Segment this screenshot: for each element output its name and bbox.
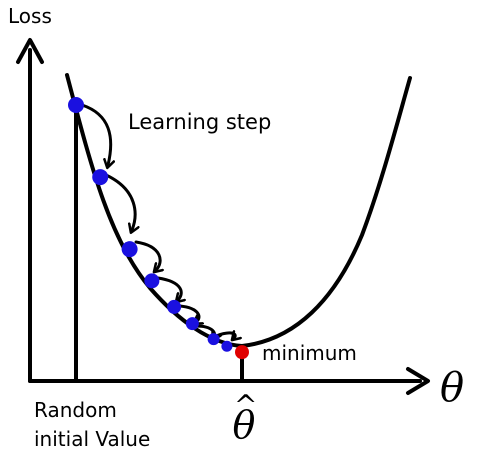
random-initial-value-label: Random initial Value xyxy=(34,396,150,454)
start-label-line1: Random xyxy=(34,398,117,422)
step-arrow xyxy=(156,276,181,300)
minimum-point xyxy=(235,345,249,360)
step-arrow xyxy=(134,240,160,270)
start-label-line2: initial Value xyxy=(34,427,151,451)
x-axis-label: θ xyxy=(440,365,465,411)
step-points xyxy=(68,97,233,352)
step-arrow xyxy=(214,333,235,338)
step-point xyxy=(121,241,138,258)
learning-step-arrows xyxy=(80,103,235,338)
y-axis-arrowhead xyxy=(16,38,44,64)
step-arrow xyxy=(80,103,111,165)
minimum-label: minimum xyxy=(262,341,357,365)
step-point xyxy=(68,97,84,113)
minimum-point-group xyxy=(235,345,249,360)
optimal-theta-label: ^ θ xyxy=(224,392,264,447)
hat-symbol: ^ xyxy=(234,389,258,422)
step-point xyxy=(167,299,182,314)
step-point xyxy=(92,169,109,186)
step-point xyxy=(221,340,233,352)
step-arrow xyxy=(104,173,135,230)
step-point xyxy=(144,273,160,289)
theta-symbol: θ xyxy=(232,403,256,447)
x-axis-arrowhead xyxy=(406,367,430,395)
step-point xyxy=(207,333,220,346)
step-point xyxy=(185,317,199,331)
learning-step-label: Learning step xyxy=(128,110,272,134)
y-axis-label: Loss xyxy=(8,4,52,28)
